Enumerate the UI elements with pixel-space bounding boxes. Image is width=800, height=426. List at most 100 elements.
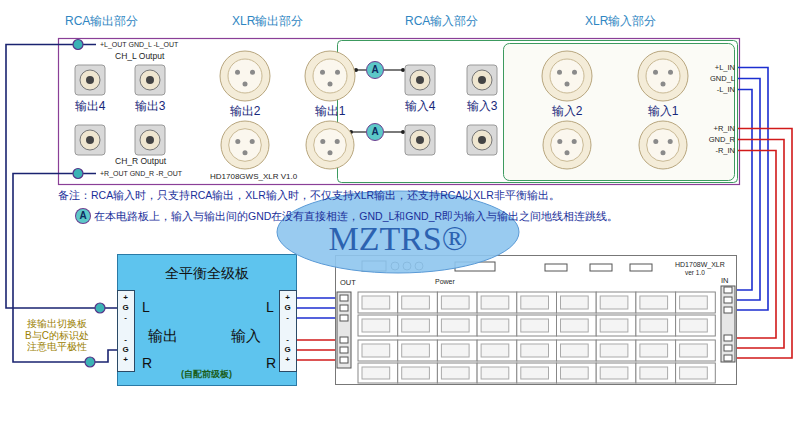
relay-cell	[437, 315, 477, 336]
board-text: L	[266, 299, 274, 315]
relay-cell	[358, 315, 398, 336]
jack	[306, 121, 354, 169]
pin-label: G	[118, 345, 133, 355]
connector-pin	[724, 345, 732, 351]
connector-pin	[724, 307, 732, 313]
wire-terminal	[73, 40, 83, 50]
jack-label: 输出2	[215, 104, 275, 118]
relay-cell	[557, 292, 597, 313]
relay-cell	[517, 340, 557, 361]
jack-pin	[250, 70, 255, 75]
jack	[75, 125, 105, 155]
silkscreen-label: Power	[435, 277, 455, 286]
relay-symbol	[640, 367, 668, 379]
relay-board: HD1708W_XLRver 1.0PowerOUTIN	[335, 255, 737, 385]
jack-pin	[235, 70, 240, 75]
silkscreen-label: HD1708W_XLR	[675, 260, 725, 269]
terminal-block: +G--G+	[280, 291, 296, 371]
relay-cell	[358, 363, 398, 383]
watermark: MZTRS®	[276, 190, 521, 274]
connector-pin	[724, 355, 732, 361]
wire	[296, 297, 335, 299]
jack	[221, 121, 269, 169]
terminal-block: +G--G+	[118, 291, 134, 371]
relay-cell	[477, 292, 517, 313]
connector-pin	[724, 335, 732, 341]
relay-cell	[398, 315, 438, 336]
marker-circle	[367, 62, 384, 79]
preamp-board: 全平衡全级板L输出RL输入R(自配前级板)+G--G++G--G+	[118, 255, 296, 385]
pin-label: +R_OUT GND_R -R_OUT	[100, 169, 182, 178]
jack-pin	[661, 150, 666, 155]
relay-symbol	[640, 296, 668, 309]
jumper-marker: A	[366, 123, 385, 141]
relay-cell	[636, 315, 676, 336]
board-text: R	[142, 355, 152, 371]
jack	[543, 121, 591, 169]
jack-label: 输入3	[457, 99, 507, 113]
jack-pin	[146, 76, 154, 84]
board-name: HD1708GWS_XLR V1.0	[210, 172, 297, 182]
jack-pin	[668, 70, 673, 75]
relay-symbol	[561, 367, 589, 379]
wire	[296, 349, 335, 351]
xlr-input-area	[504, 44, 735, 181]
relay-cell	[596, 340, 636, 361]
relay-cell	[596, 315, 636, 336]
pin-label: +L_IN	[693, 62, 735, 73]
relay-components	[337, 261, 735, 383]
relay-symbol	[402, 319, 430, 332]
section-heading: RCA输入部分	[405, 14, 478, 29]
relay-cell	[636, 363, 676, 383]
wire	[737, 129, 792, 359]
wire-terminal	[85, 357, 95, 367]
relay-symbol	[402, 367, 430, 379]
pin-label: G	[118, 303, 133, 313]
pin-label: -L_IN	[693, 84, 735, 95]
relay-symbol	[441, 319, 469, 332]
relay-cell	[517, 292, 557, 313]
pin-label: G	[280, 345, 295, 355]
component	[590, 264, 612, 271]
connector-pin	[340, 315, 348, 321]
board-text: R	[266, 355, 276, 371]
relay-symbol	[481, 296, 509, 309]
rca-jack: 输出4	[65, 63, 116, 115]
jack	[405, 125, 435, 155]
jack-pin	[416, 76, 424, 84]
pin-label: GND_R	[693, 134, 735, 145]
relay-cell	[596, 363, 636, 383]
pin-label: G	[280, 303, 295, 313]
relay-symbol	[362, 319, 390, 332]
jack-pin	[668, 139, 673, 144]
jumper-marker: A	[366, 61, 385, 79]
wire	[737, 140, 784, 349]
pin-label: CH_R Output	[115, 156, 166, 167]
jack-body	[467, 65, 497, 95]
output-header: CH_R Output +R_OUT GND_R -R_OUT	[96, 156, 200, 180]
jack-label: 输出3	[125, 99, 175, 113]
connector-pin	[340, 347, 348, 353]
pin-label: -	[280, 313, 295, 323]
wire	[737, 90, 752, 291]
wire	[296, 307, 335, 309]
connector-pin	[340, 305, 348, 311]
jack-ring	[140, 130, 160, 150]
jack-pin	[235, 139, 240, 144]
jack-pin	[335, 139, 340, 144]
relay-cell	[437, 340, 477, 361]
silkscreen-label: ver 1.0	[685, 269, 705, 277]
jack-pin	[250, 139, 255, 144]
jack-label: 输入1	[633, 104, 693, 118]
jack-pin	[557, 70, 562, 75]
connector-block	[721, 286, 735, 362]
jack-pin	[572, 139, 577, 144]
wire	[737, 79, 760, 301]
relay-symbol	[521, 296, 549, 309]
section-heading: XLR输出部分	[232, 14, 303, 29]
wire	[296, 317, 335, 319]
jack-body	[75, 125, 105, 155]
board-text: (自配前级板)	[118, 369, 295, 380]
rca-jack: 输出3	[125, 63, 176, 115]
relay-symbol	[481, 344, 509, 357]
